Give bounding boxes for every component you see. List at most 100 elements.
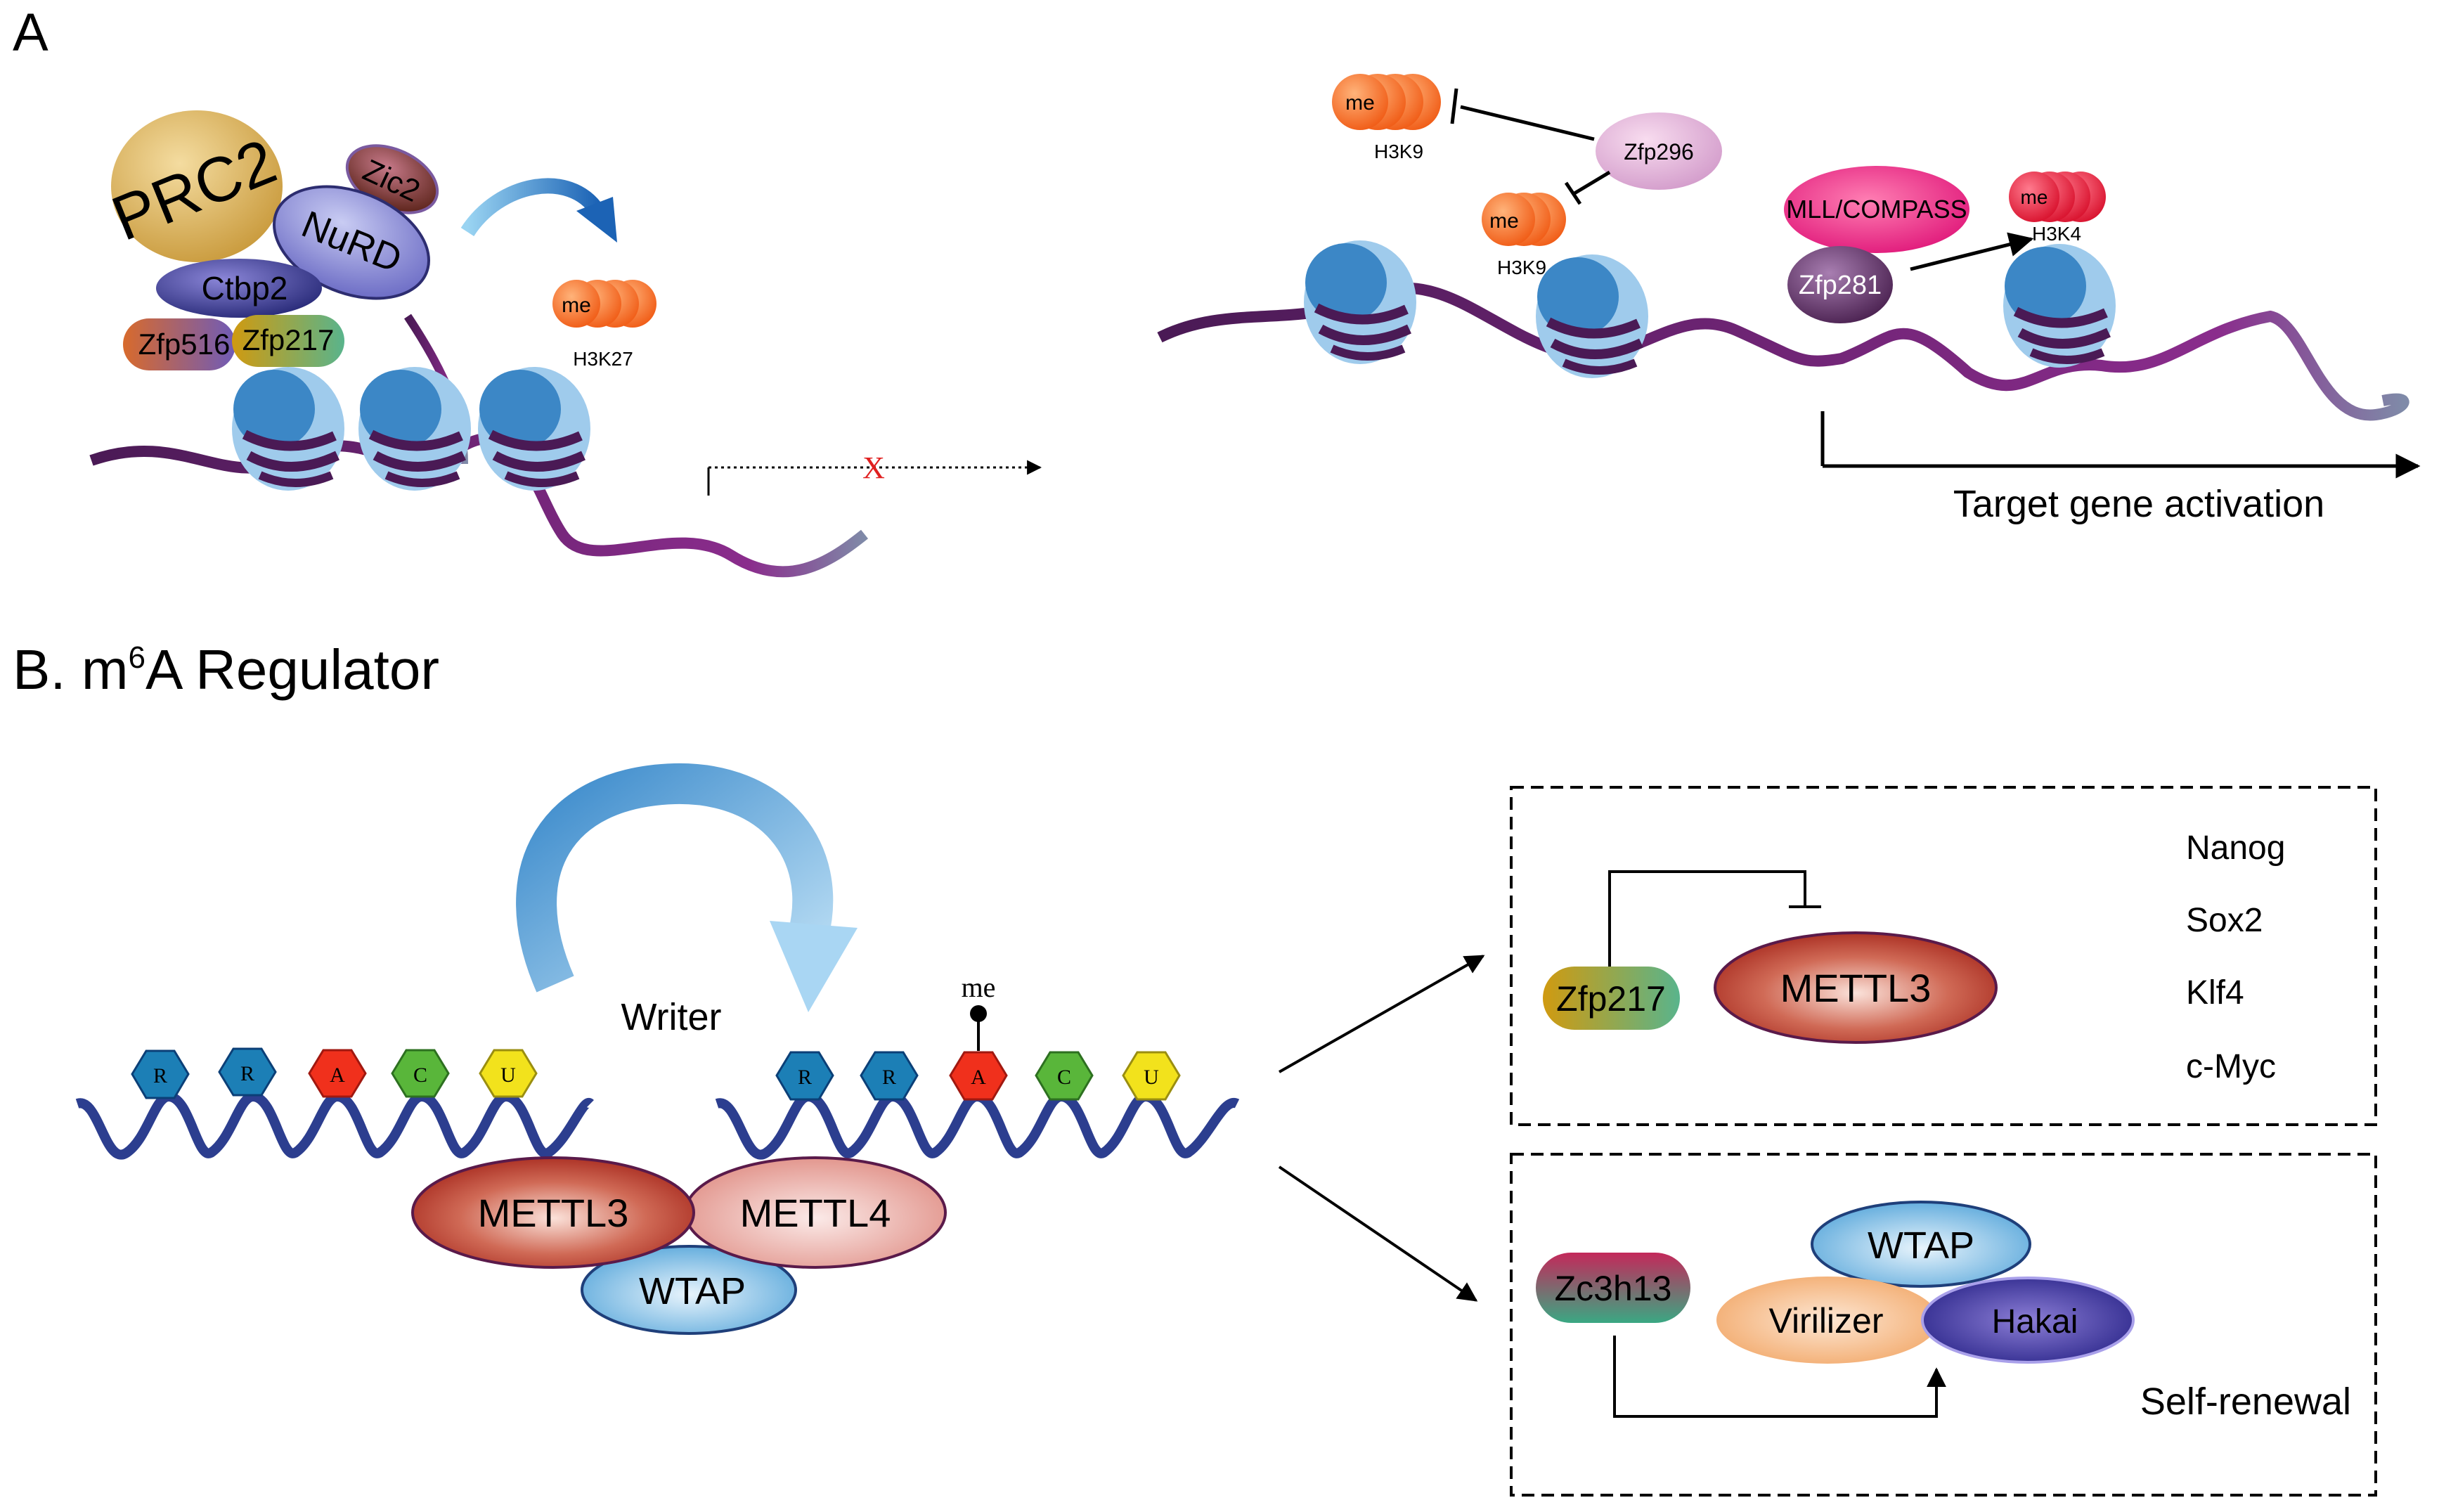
wtap-label: WTAP	[639, 1270, 746, 1312]
target-gene-activation-label: Target gene activation	[1953, 483, 2324, 525]
nucleosome	[2003, 244, 2116, 368]
mll-compass-complex: MLL/COMPASS	[1784, 166, 1969, 253]
base-c: C	[1035, 1051, 1094, 1101]
nucleosome	[1536, 254, 1648, 378]
svg-text:A: A	[330, 1064, 345, 1087]
h3k9-label: H3K9	[1497, 257, 1546, 278]
zc3h13-feedback-line	[1613, 1336, 1946, 1418]
h3k9-label: H3K9	[1374, 141, 1423, 162]
zfp217-label: Zfp217	[242, 323, 335, 356]
ctbp2-label: Ctbp2	[202, 270, 288, 306]
methyl-label: me	[1345, 91, 1375, 115]
wtap-protein: WTAP	[1811, 1201, 2031, 1288]
zfp217-inhibition-line	[1608, 870, 1821, 981]
base-u: U	[1122, 1051, 1181, 1101]
panel-a-label: A	[13, 3, 48, 63]
nucleosome	[478, 367, 590, 491]
zfp296-protein: Zfp296	[1596, 112, 1722, 190]
nurd-protein: NuRD	[273, 185, 430, 300]
prc2-protein: PRC2	[103, 110, 285, 262]
zfp296-label: Zfp296	[1624, 139, 1694, 164]
rna-strand-right	[715, 1091, 1240, 1160]
arrow-to-box2	[1278, 1165, 1478, 1302]
svg-text:C: C	[413, 1064, 427, 1087]
mettl4-label: METTL4	[740, 1191, 891, 1235]
writer-complex: WTAP METTL4 METTL3	[411, 1156, 947, 1335]
methyl-label: me	[962, 971, 996, 1003]
zfp281-label: Zfp281	[1799, 271, 1882, 300]
curved-arrow-blue	[460, 178, 617, 243]
zfp516-label: Zfp516	[138, 328, 231, 361]
nucleosome	[358, 367, 471, 491]
panel-b-label: B. m6A Regulator	[13, 638, 439, 701]
rna-strand-left	[75, 1091, 594, 1160]
hakai-protein: Hakai	[1921, 1277, 2135, 1364]
svg-text:R: R	[153, 1064, 167, 1087]
methyl-label: me	[2021, 186, 2048, 208]
zfp281-protein: Zfp281	[1787, 246, 1893, 323]
mettl3-protein: METTL3	[1714, 931, 1998, 1044]
mettl4-protein: METTL4	[684, 1156, 947, 1269]
blocked-x-mark: X	[862, 451, 885, 485]
rna-bases-right: R R A C U	[775, 1051, 1181, 1101]
h3k4-methyl-mark: me H3K4	[2009, 172, 2106, 245]
mll-compass-label: MLL/COMPASS	[1786, 195, 1967, 224]
ctbp2-protein: Ctbp2	[156, 259, 322, 318]
svg-text:C: C	[1057, 1066, 1071, 1089]
virilizer-label: Virilizer	[1769, 1301, 1884, 1340]
h3k27-label: H3K27	[573, 348, 633, 370]
virilizer-protein: Virilizer	[1716, 1277, 1939, 1364]
mettl3-label: METTL3	[478, 1191, 629, 1235]
wtap-label: WTAP	[1868, 1225, 1974, 1267]
h3k27-methyl-mark: me H3K27	[552, 280, 656, 370]
gene-c-myc: c-Myc	[2186, 1048, 2276, 1085]
base-a: A	[308, 1049, 367, 1098]
gene-klf4: Klf4	[2186, 974, 2244, 1012]
base-r: R	[775, 1051, 834, 1101]
blocked-transcription: X	[707, 451, 1042, 496]
target-gene-activation-arrow	[1820, 411, 2421, 479]
mettl3-label: METTL3	[1780, 966, 1932, 1010]
nucleosome	[1304, 240, 1416, 364]
writer-label: Writer	[621, 996, 722, 1038]
h3k9-methyl-mark-mid: me H3K9	[1482, 193, 1566, 278]
svg-text:R: R	[240, 1062, 254, 1085]
base-c: C	[391, 1049, 450, 1098]
rna-bases-left: R R A C U	[131, 1047, 538, 1099]
m6a-methyl-stick: me	[962, 971, 996, 1051]
regulation-box-1: Zfp217 METTL3 Nanog Sox2 Klf4 c-Myc	[1510, 786, 2377, 1126]
svg-text:U: U	[1144, 1066, 1159, 1089]
zfp217-protein: Zfp217	[1543, 967, 1680, 1030]
mettl3-protein: METTL3	[411, 1156, 695, 1269]
base-a-methylated: A	[949, 1051, 1008, 1101]
zc3h13-label: Zc3h13	[1555, 1269, 1672, 1308]
writer-circular-arrow	[516, 763, 858, 1012]
zfp217-label: Zfp217	[1556, 979, 1666, 1019]
wtap-protein: WTAP	[581, 1245, 797, 1335]
h3k4-label: H3K4	[2032, 223, 2081, 245]
self-renewal-label: Self-renewal	[2140, 1381, 2351, 1423]
nucleosome	[232, 367, 344, 491]
zfp516-protein: Zfp516	[123, 318, 235, 370]
svg-text:A: A	[971, 1066, 986, 1089]
svg-text:R: R	[882, 1066, 896, 1089]
h3k9-methyl-mark-top: me H3K9	[1332, 74, 1441, 162]
base-u: U	[479, 1049, 538, 1098]
gene-nanog: Nanog	[2186, 829, 2285, 867]
activation-arrow	[1910, 232, 2034, 271]
gene-sox2: Sox2	[2186, 902, 2263, 939]
inhibition-lines	[1450, 88, 1611, 205]
zc3h13-protein: Zc3h13	[1536, 1253, 1690, 1323]
base-r: R	[860, 1051, 919, 1101]
arrow-to-box1	[1279, 955, 1485, 1073]
base-r: R	[131, 1049, 190, 1099]
regulation-box-2: Zc3h13 WTAP Virilizer Hakai Self-renewal	[1510, 1153, 2377, 1497]
hakai-label: Hakai	[1992, 1303, 2078, 1340]
base-r: R	[218, 1047, 277, 1097]
svg-text:R: R	[798, 1066, 812, 1089]
zfp217-protein: Zfp217	[232, 315, 344, 367]
svg-text:U: U	[500, 1064, 516, 1087]
dna-strand-right	[1157, 283, 2409, 421]
